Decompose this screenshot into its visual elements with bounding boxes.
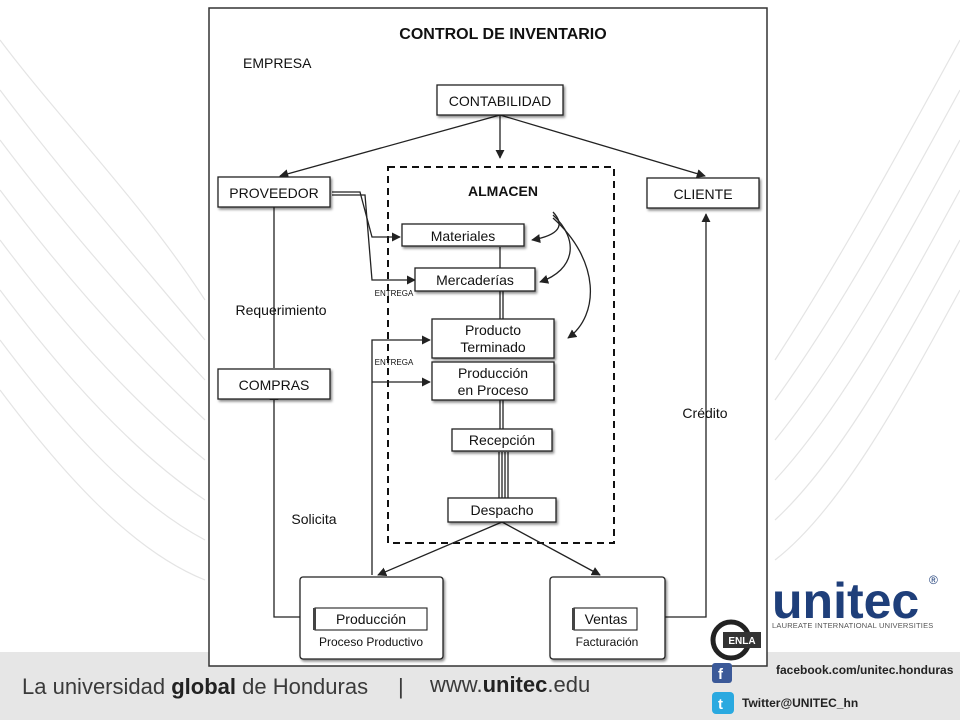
almacen-boundary xyxy=(387,166,615,544)
footer-slogan-pre: La universidad xyxy=(22,674,172,699)
almacen-label: ALMACEN xyxy=(468,183,538,199)
ventas-label: Ventas xyxy=(585,611,628,627)
facebook-link[interactable]: facebook.com/unitec.honduras xyxy=(776,663,954,677)
footer-separator: | xyxy=(398,674,404,699)
inventory-diagram: CONTROL DE INVENTARIO EMPRESA CONTABILID… xyxy=(208,7,768,667)
produccion-proceso-label-2: en Proceso xyxy=(458,382,529,398)
laureate-tagline: LAUREATE INTERNATIONAL UNIVERSITIES xyxy=(772,621,934,630)
enla-badge-icon: ENLA xyxy=(710,619,761,661)
svg-text:t: t xyxy=(718,696,723,713)
proveedor-label: PROVEEDOR xyxy=(229,185,318,201)
recepcion-box xyxy=(451,428,553,452)
produccion-label: Producción xyxy=(336,611,406,627)
recepcion-label: Recepción xyxy=(469,432,535,448)
contabilidad-label: CONTABILIDAD xyxy=(449,93,551,109)
proceso-productivo-label: Proceso Productivo xyxy=(319,635,423,649)
footer-url-pre: www. xyxy=(430,672,483,697)
registered-mark: ® xyxy=(929,573,938,587)
despacho-box xyxy=(447,497,557,523)
entrega-label-1: ENTREGA xyxy=(375,289,414,298)
footer-slogan: La universidad global de Honduras xyxy=(22,674,368,700)
footer-url[interactable]: www.unitec.edu xyxy=(430,672,590,698)
facturacion-label: Facturación xyxy=(576,635,639,649)
terminado-label: Terminado xyxy=(460,339,526,355)
produccion-proceso-label-1: Producción xyxy=(458,365,528,381)
ventas-box xyxy=(549,576,666,660)
unitec-logo: unitec ® xyxy=(772,573,938,629)
produccion-box xyxy=(299,576,444,660)
producto-label: Producto xyxy=(465,322,521,338)
twitter-icon: t xyxy=(712,692,734,714)
mercaderias-box xyxy=(414,267,536,292)
svg-text:f: f xyxy=(718,666,724,683)
materiales-label: Materiales xyxy=(431,228,496,244)
requerimiento-label: Requerimiento xyxy=(235,302,326,318)
diagram-title: CONTROL DE INVENTARIO xyxy=(399,26,606,43)
footer-slogan-post: de Honduras xyxy=(236,674,369,699)
produccion-proceso-box xyxy=(431,361,555,401)
facebook-icon: f xyxy=(712,663,732,683)
materiales-box xyxy=(401,223,525,247)
unitec-logo-text: unitec xyxy=(772,573,919,629)
footer-url-post: .edu xyxy=(547,672,591,697)
mercaderias-label: Mercaderías xyxy=(436,272,514,288)
cliente-label: CLIENTE xyxy=(673,186,732,202)
entrega-label-2: ENTREGA xyxy=(375,358,414,367)
empresa-label: EMPRESA xyxy=(243,55,312,71)
twitter-link[interactable]: Twitter@UNITEC_hn xyxy=(742,696,859,710)
producto-terminado-box xyxy=(431,318,555,359)
contabilidad-box xyxy=(436,84,564,116)
footer-url-bold: unitec xyxy=(482,672,548,697)
solicita-label: Solicita xyxy=(291,511,336,527)
credito-label: Crédito xyxy=(682,405,727,421)
proveedor-box xyxy=(217,176,331,208)
cliente-box xyxy=(646,177,760,209)
footer-slogan-bold: global xyxy=(171,674,236,699)
despacho-label: Despacho xyxy=(470,502,533,518)
compras-box xyxy=(217,368,331,400)
compras-label: COMPRAS xyxy=(239,377,310,393)
enla-badge-text: ENLA xyxy=(728,636,755,647)
